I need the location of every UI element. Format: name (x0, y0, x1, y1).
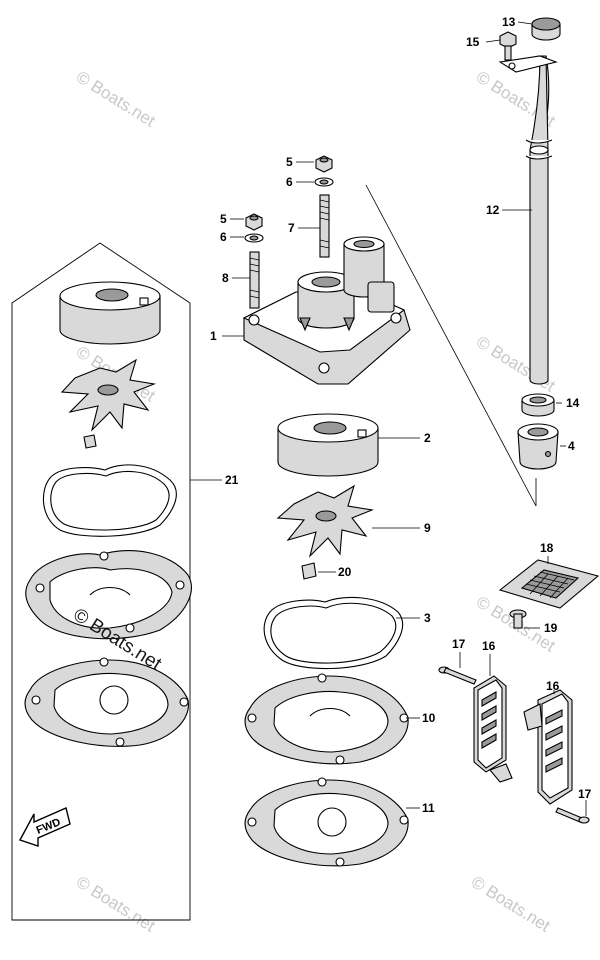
assembly-line (365, 184, 537, 507)
callout-8: 8 (222, 271, 229, 285)
grommet-13 (531, 17, 561, 41)
pump-case (242, 236, 411, 385)
callout-9: 9 (424, 521, 431, 535)
nut-5-top (315, 155, 333, 173)
water-tube-12 (525, 55, 553, 385)
callout-6-left: 6 (220, 230, 227, 244)
callout-10: 10 (422, 711, 436, 725)
callout-13: 13 (502, 15, 516, 29)
watermark-bottom-right: © Boats.net (468, 872, 554, 935)
callout-12: 12 (486, 203, 500, 217)
grate-16-left (473, 675, 513, 783)
callout-4: 4 (568, 439, 575, 453)
callout-21: 21 (225, 473, 239, 487)
screw-19 (509, 609, 527, 629)
callout-5-left: 5 (220, 212, 227, 226)
callout-16-right: 16 (546, 679, 560, 693)
kit-liner (59, 281, 161, 345)
nut-5-left (245, 213, 263, 231)
fwd-arrow-icon: FWD (18, 807, 71, 847)
grate-16-right (523, 689, 573, 805)
callout-5-top: 5 (286, 155, 293, 169)
stud-8 (249, 251, 260, 309)
callout-17-left: 17 (452, 637, 466, 651)
callout-11: 11 (422, 801, 435, 815)
plate-10 (244, 673, 409, 765)
leader-lines (222, 21, 587, 816)
impeller-9 (276, 484, 375, 558)
screw-17-right (555, 807, 590, 824)
gasket-3 (263, 596, 404, 670)
callout-15: 15 (466, 35, 480, 49)
callout-3: 3 (424, 611, 431, 625)
tube-bracket (498, 55, 558, 73)
callout-16-left: 16 (482, 639, 496, 653)
screw-17-left (438, 666, 477, 685)
callout-17-right: 17 (578, 787, 592, 801)
bolt-15 (499, 31, 517, 61)
callout-1: 1 (210, 329, 217, 343)
key-20 (301, 562, 317, 580)
callout-18: 18 (540, 541, 554, 555)
callout-6-top: 6 (286, 175, 293, 189)
stud-7 (319, 194, 330, 258)
callout-2: 2 (424, 431, 431, 445)
watermark-bottom-left: © Boats.net (73, 872, 159, 935)
kit-21-bracket (11, 242, 191, 921)
washer-6-top (314, 177, 334, 187)
kit-impeller (60, 358, 157, 432)
callout-7: 7 (288, 221, 295, 235)
callout-20: 20 (338, 565, 352, 579)
seal-14 (521, 393, 555, 417)
callout-14: 14 (566, 396, 580, 410)
liner-2 (277, 413, 379, 477)
screen-18 (498, 559, 600, 609)
kit-key (83, 434, 97, 449)
callouts: 1 2 3 4 5 6 5 6 7 8 9 10 11 12 13 14 15 … (210, 15, 592, 815)
gasket-11 (244, 777, 409, 867)
watermark-top-left: © Boats.net (73, 67, 159, 130)
grommet-4 (517, 423, 559, 470)
washer-6-left (244, 233, 264, 243)
callout-19: 19 (544, 621, 558, 635)
